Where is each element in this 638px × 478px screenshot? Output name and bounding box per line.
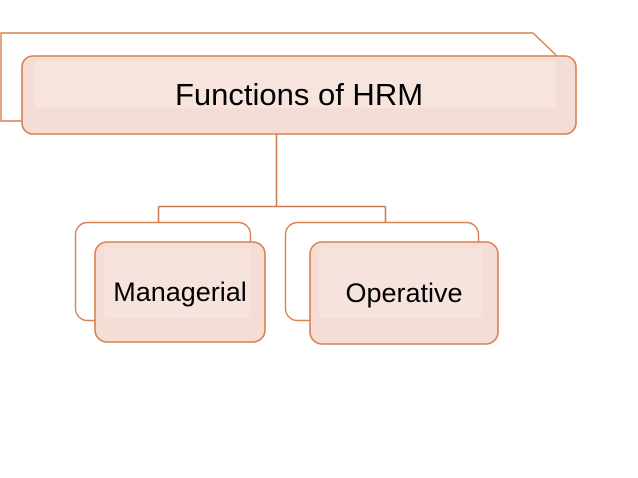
managerial-node-inner-highlight [104,248,250,318]
connector-group [157,128,387,224]
operative-node-inner-highlight [319,248,482,318]
root-node-inner-highlight [34,61,556,108]
